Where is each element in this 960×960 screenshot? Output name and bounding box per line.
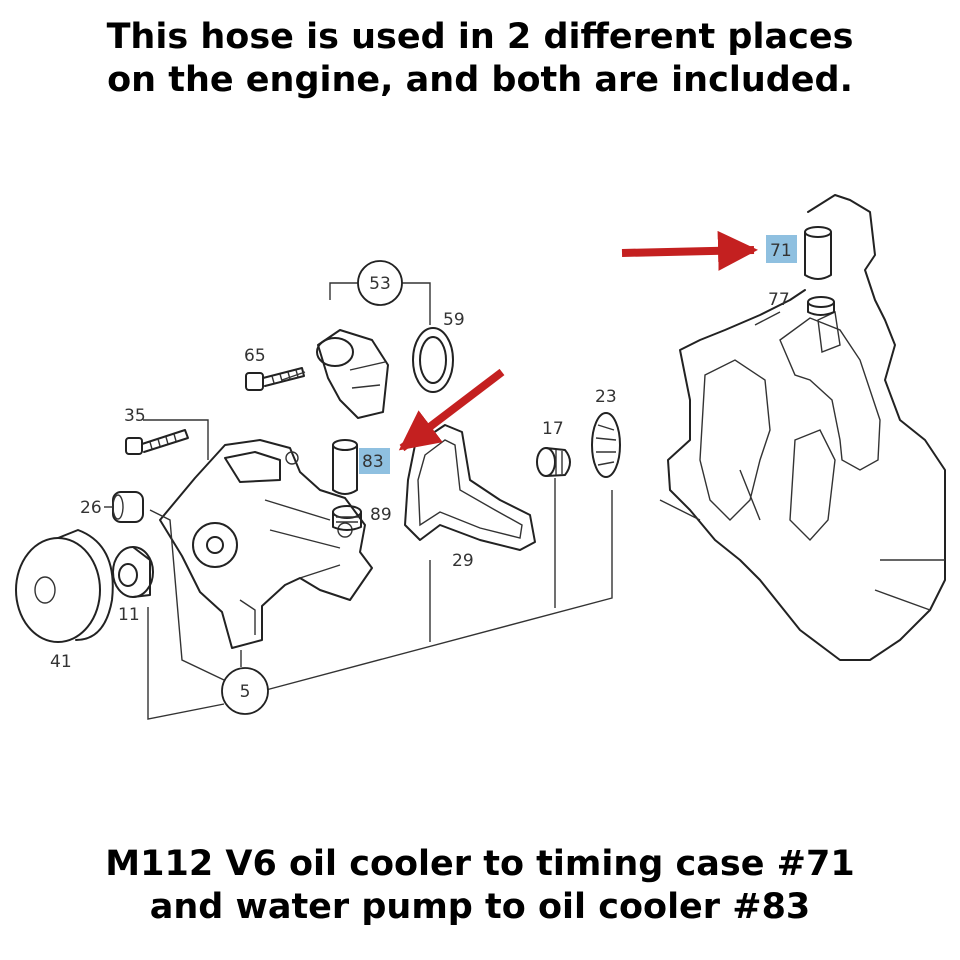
- label-26: 26: [80, 498, 102, 518]
- bolt-35-drawing: [125, 429, 189, 455]
- part-5-callout-circle: [221, 667, 269, 715]
- red-arrow-83: [398, 368, 505, 452]
- highlight-83: [359, 448, 390, 474]
- hose-71-drawing: [804, 226, 832, 280]
- label-29: 29: [452, 551, 474, 571]
- pulley-11-drawing: [112, 546, 154, 598]
- label-17: 17: [542, 419, 564, 439]
- red-arrow-71: [621, 230, 758, 271]
- top-caption-line-2: on the engine, and both are included.: [107, 60, 853, 100]
- label-83: 83: [362, 452, 384, 472]
- label-89: 89: [370, 505, 392, 525]
- impeller-23-drawing: [591, 412, 621, 478]
- label-23: 23: [595, 387, 617, 407]
- seal-ring-59-drawing: [412, 327, 454, 393]
- engine-block-drawing: [659, 194, 946, 661]
- label-77: 77: [768, 290, 790, 310]
- highlight-71: [766, 235, 797, 263]
- part-53-callout-circle: [357, 260, 403, 306]
- label-11: 11: [118, 605, 140, 625]
- label-53: 53: [369, 274, 391, 294]
- bush-26-drawing: [112, 491, 144, 523]
- top-caption: This hose is used in 2 different places …: [0, 16, 960, 102]
- bottom-caption: M112 V6 oil cooler to timing case #71 an…: [0, 843, 960, 929]
- bolt-65-drawing: [245, 367, 305, 391]
- pulley-41-drawing: [15, 529, 114, 643]
- hose-83-drawing: [332, 439, 358, 495]
- clamp-77-drawing: [807, 296, 835, 316]
- label-41: 41: [50, 652, 72, 672]
- gasket-29-drawing: [404, 424, 536, 551]
- bottom-caption-line-1: M112 V6 oil cooler to timing case #71: [105, 844, 855, 884]
- bottom-caption-line-2: and water pump to oil cooler #83: [149, 887, 811, 927]
- clamp-89-drawing: [332, 505, 362, 531]
- part-17-drawing: [536, 447, 571, 477]
- label-35: 35: [124, 406, 146, 426]
- label-59: 59: [443, 310, 465, 330]
- label-71: 71: [770, 241, 792, 261]
- label-5: 5: [240, 682, 251, 702]
- leader-lines: [104, 282, 781, 720]
- water-pump-drawing: [159, 439, 373, 649]
- top-caption-line-1: This hose is used in 2 different places: [106, 17, 854, 57]
- label-65: 65: [244, 346, 266, 366]
- thermostat-housing-53-drawing: [316, 329, 389, 419]
